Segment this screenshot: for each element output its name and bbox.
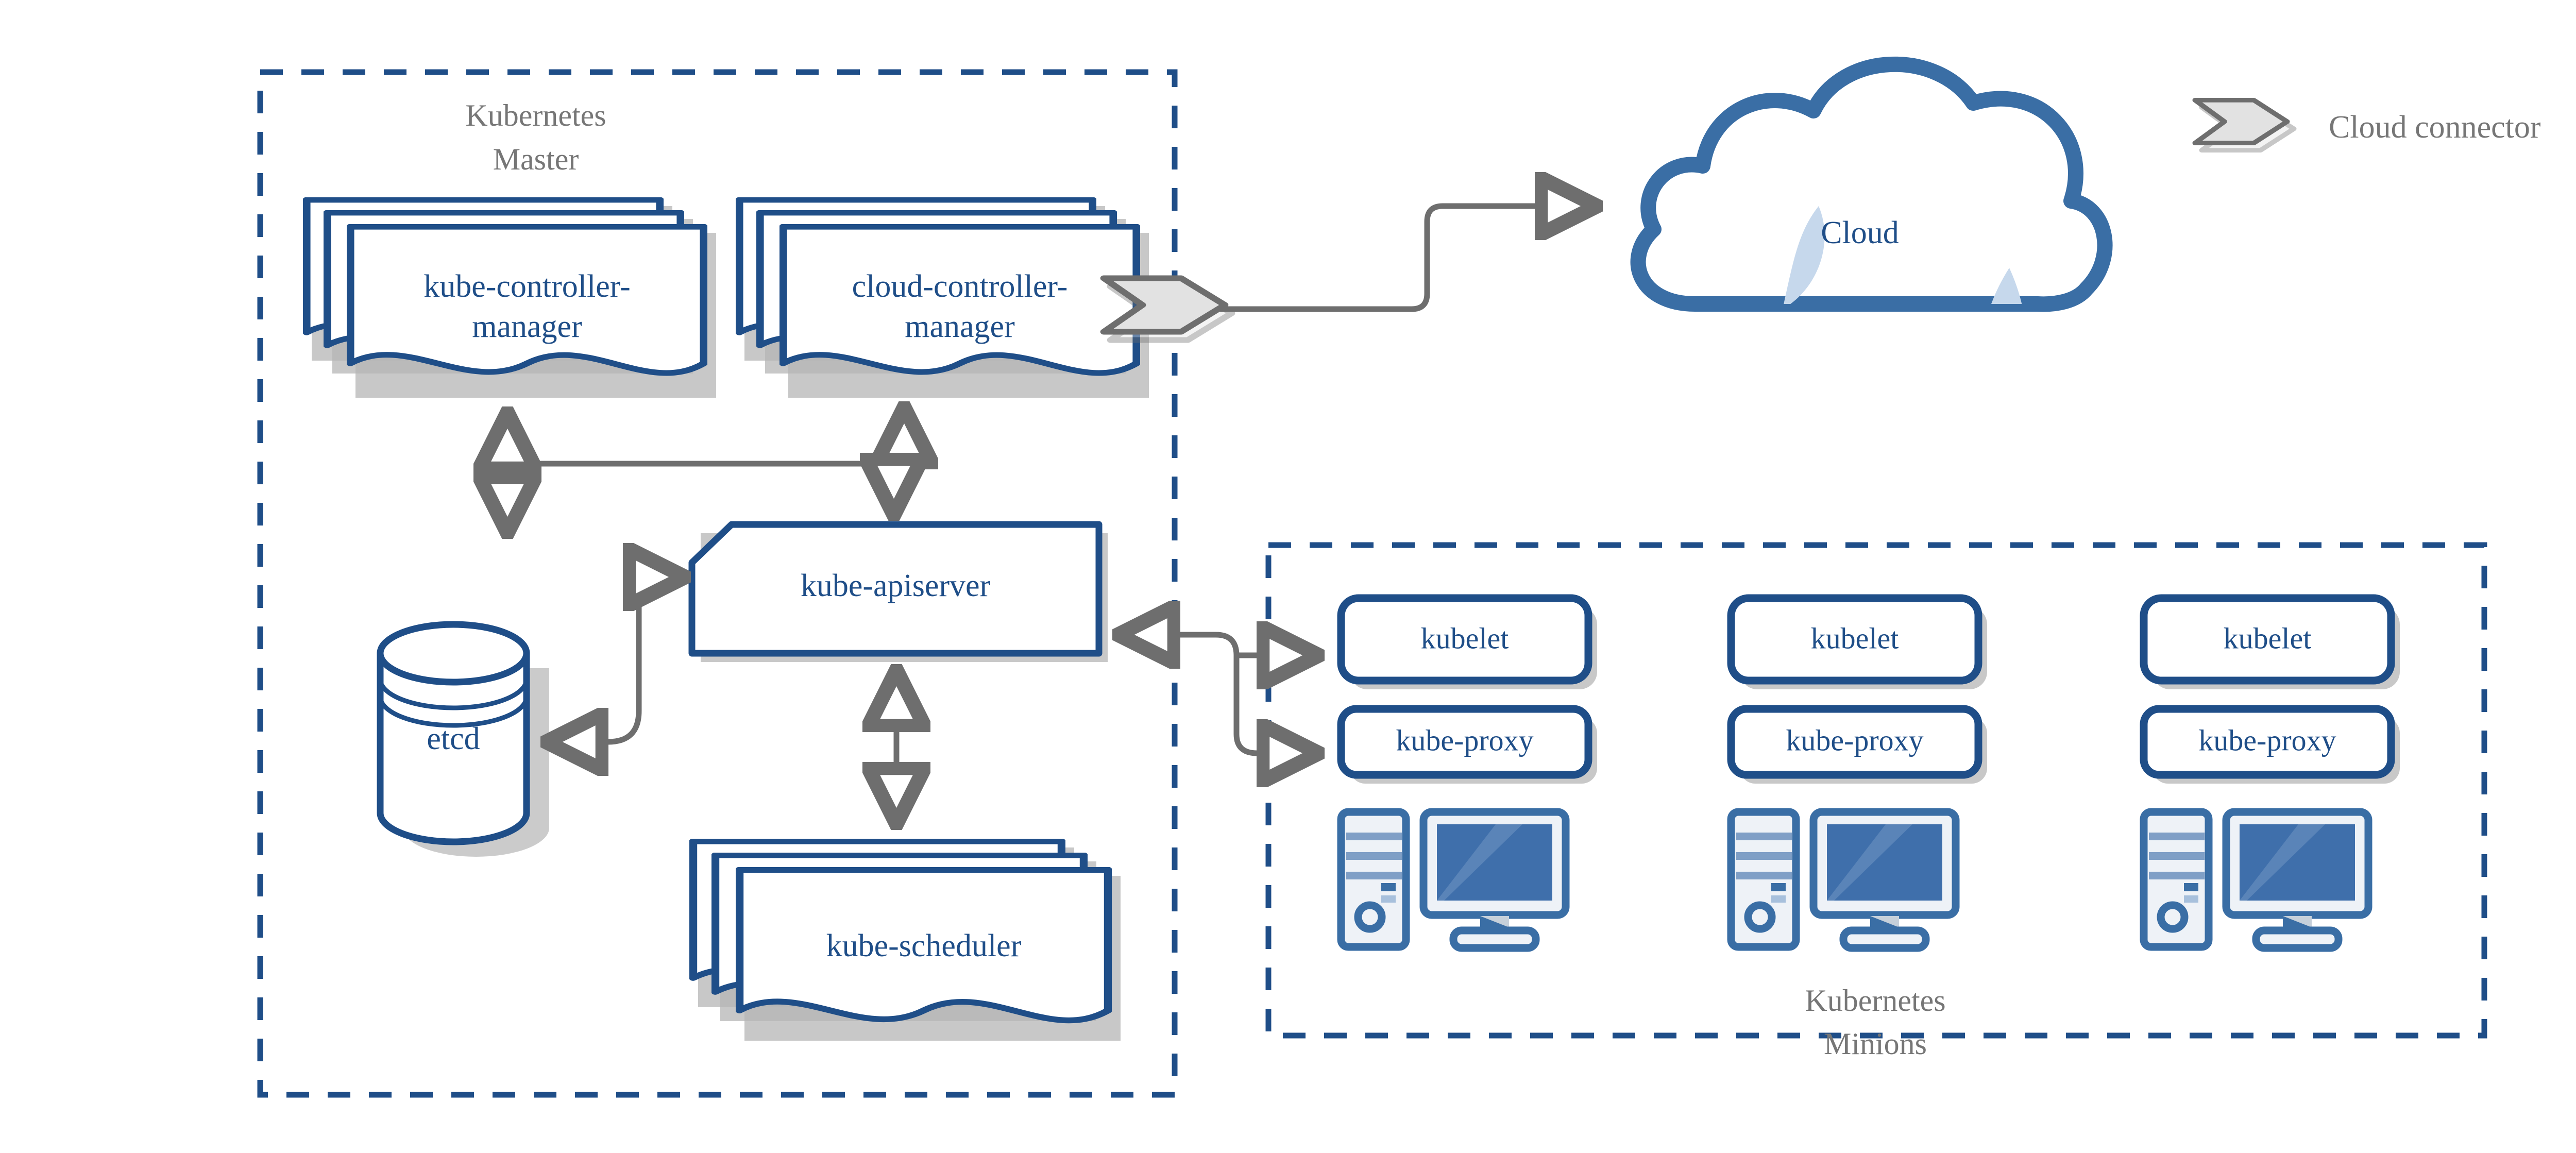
minions-zone-label-line1: Kubernetes <box>1805 984 1945 1018</box>
kubelet-box-2 <box>1727 594 1982 685</box>
kubelet-label-3: kubelet <box>2224 621 2312 655</box>
connector-ccm-to-cloud <box>1218 206 1597 312</box>
kube-proxy-box-2 <box>1727 705 1982 779</box>
legend-label: Cloud connector <box>2329 110 2541 145</box>
minion-node-2: kubelet kube-proxy <box>1727 594 1987 952</box>
computer-icon-3 <box>2140 808 2372 952</box>
connector-controller-managers-bus <box>507 407 904 533</box>
kube-proxy-box-3 <box>2140 705 2395 779</box>
connector-apiserver-to-kubeproxy <box>1118 635 1319 753</box>
master-zone-label-line1: Kubernetes <box>465 98 606 132</box>
cloud-controller-manager-label-line1: cloud-controller- <box>852 269 1068 304</box>
cloud-controller-manager-stack: cloud-controller- manager <box>739 200 1149 398</box>
kubernetes-minions-zone <box>1265 542 2487 1039</box>
kubelet-label-2: kubelet <box>1811 621 1899 655</box>
kubelet-box-3 <box>2140 594 2395 685</box>
etcd-ring-1 <box>378 679 529 710</box>
kubelet-label-1: kubelet <box>1421 621 1509 655</box>
kubernetes-master-zone: Kubernetes Master <box>257 69 1178 1098</box>
kube-proxy-label-2: kube-proxy <box>1786 723 1923 757</box>
cloud-controller-manager-label-line2: manager <box>905 309 1015 344</box>
kubelet-box-1 <box>1337 594 1592 685</box>
legend: Cloud connector <box>2195 100 2541 150</box>
cloud-shape: Cloud <box>1630 56 2113 312</box>
kube-controller-manager-label-line2: manager <box>472 309 582 344</box>
kube-scheduler-label: kube-scheduler <box>826 928 1022 963</box>
master-zone-label-line2: Master <box>493 142 579 176</box>
kube-apiserver-node: kube-apiserver <box>688 521 1108 662</box>
cloud-accent-leaves <box>1783 206 2026 304</box>
kube-apiserver-box <box>688 521 1103 657</box>
etcd-label: etcd <box>427 721 480 756</box>
connector-etcd-apiserver <box>546 577 685 742</box>
cloud-label: Cloud <box>1821 215 1899 250</box>
minions-zone-label: Kubernetes Minions <box>1805 984 1945 1061</box>
minion-node-1: kubelet kube-proxy <box>1337 594 1597 952</box>
kube-scheduler-stack: kube-scheduler <box>693 841 1121 1041</box>
etcd-ring-2 <box>378 696 529 728</box>
etcd-cylinder-top <box>377 621 530 686</box>
master-zone-border <box>257 69 1178 1098</box>
kube-controller-manager-stack: kube-controller- manager <box>307 200 716 398</box>
kube-proxy-label-3: kube-proxy <box>2198 723 2336 757</box>
minions-zone-border <box>1265 542 2487 1039</box>
computer-icon-2 <box>1727 808 1960 952</box>
minion-node-3: kubelet kube-proxy <box>2140 594 2400 952</box>
etcd-cylinder-body <box>377 650 530 845</box>
computer-icon-1 <box>1337 808 1570 952</box>
kube-proxy-label-1: kube-proxy <box>1396 723 1533 757</box>
minions-zone-label-line2: Minions <box>1824 1027 1927 1061</box>
kube-proxy-box-1 <box>1337 705 1592 779</box>
kube-apiserver-label: kube-apiserver <box>801 568 991 603</box>
kube-controller-manager-label-line1: kube-controller- <box>423 269 631 304</box>
etcd-node: etcd <box>377 621 549 857</box>
